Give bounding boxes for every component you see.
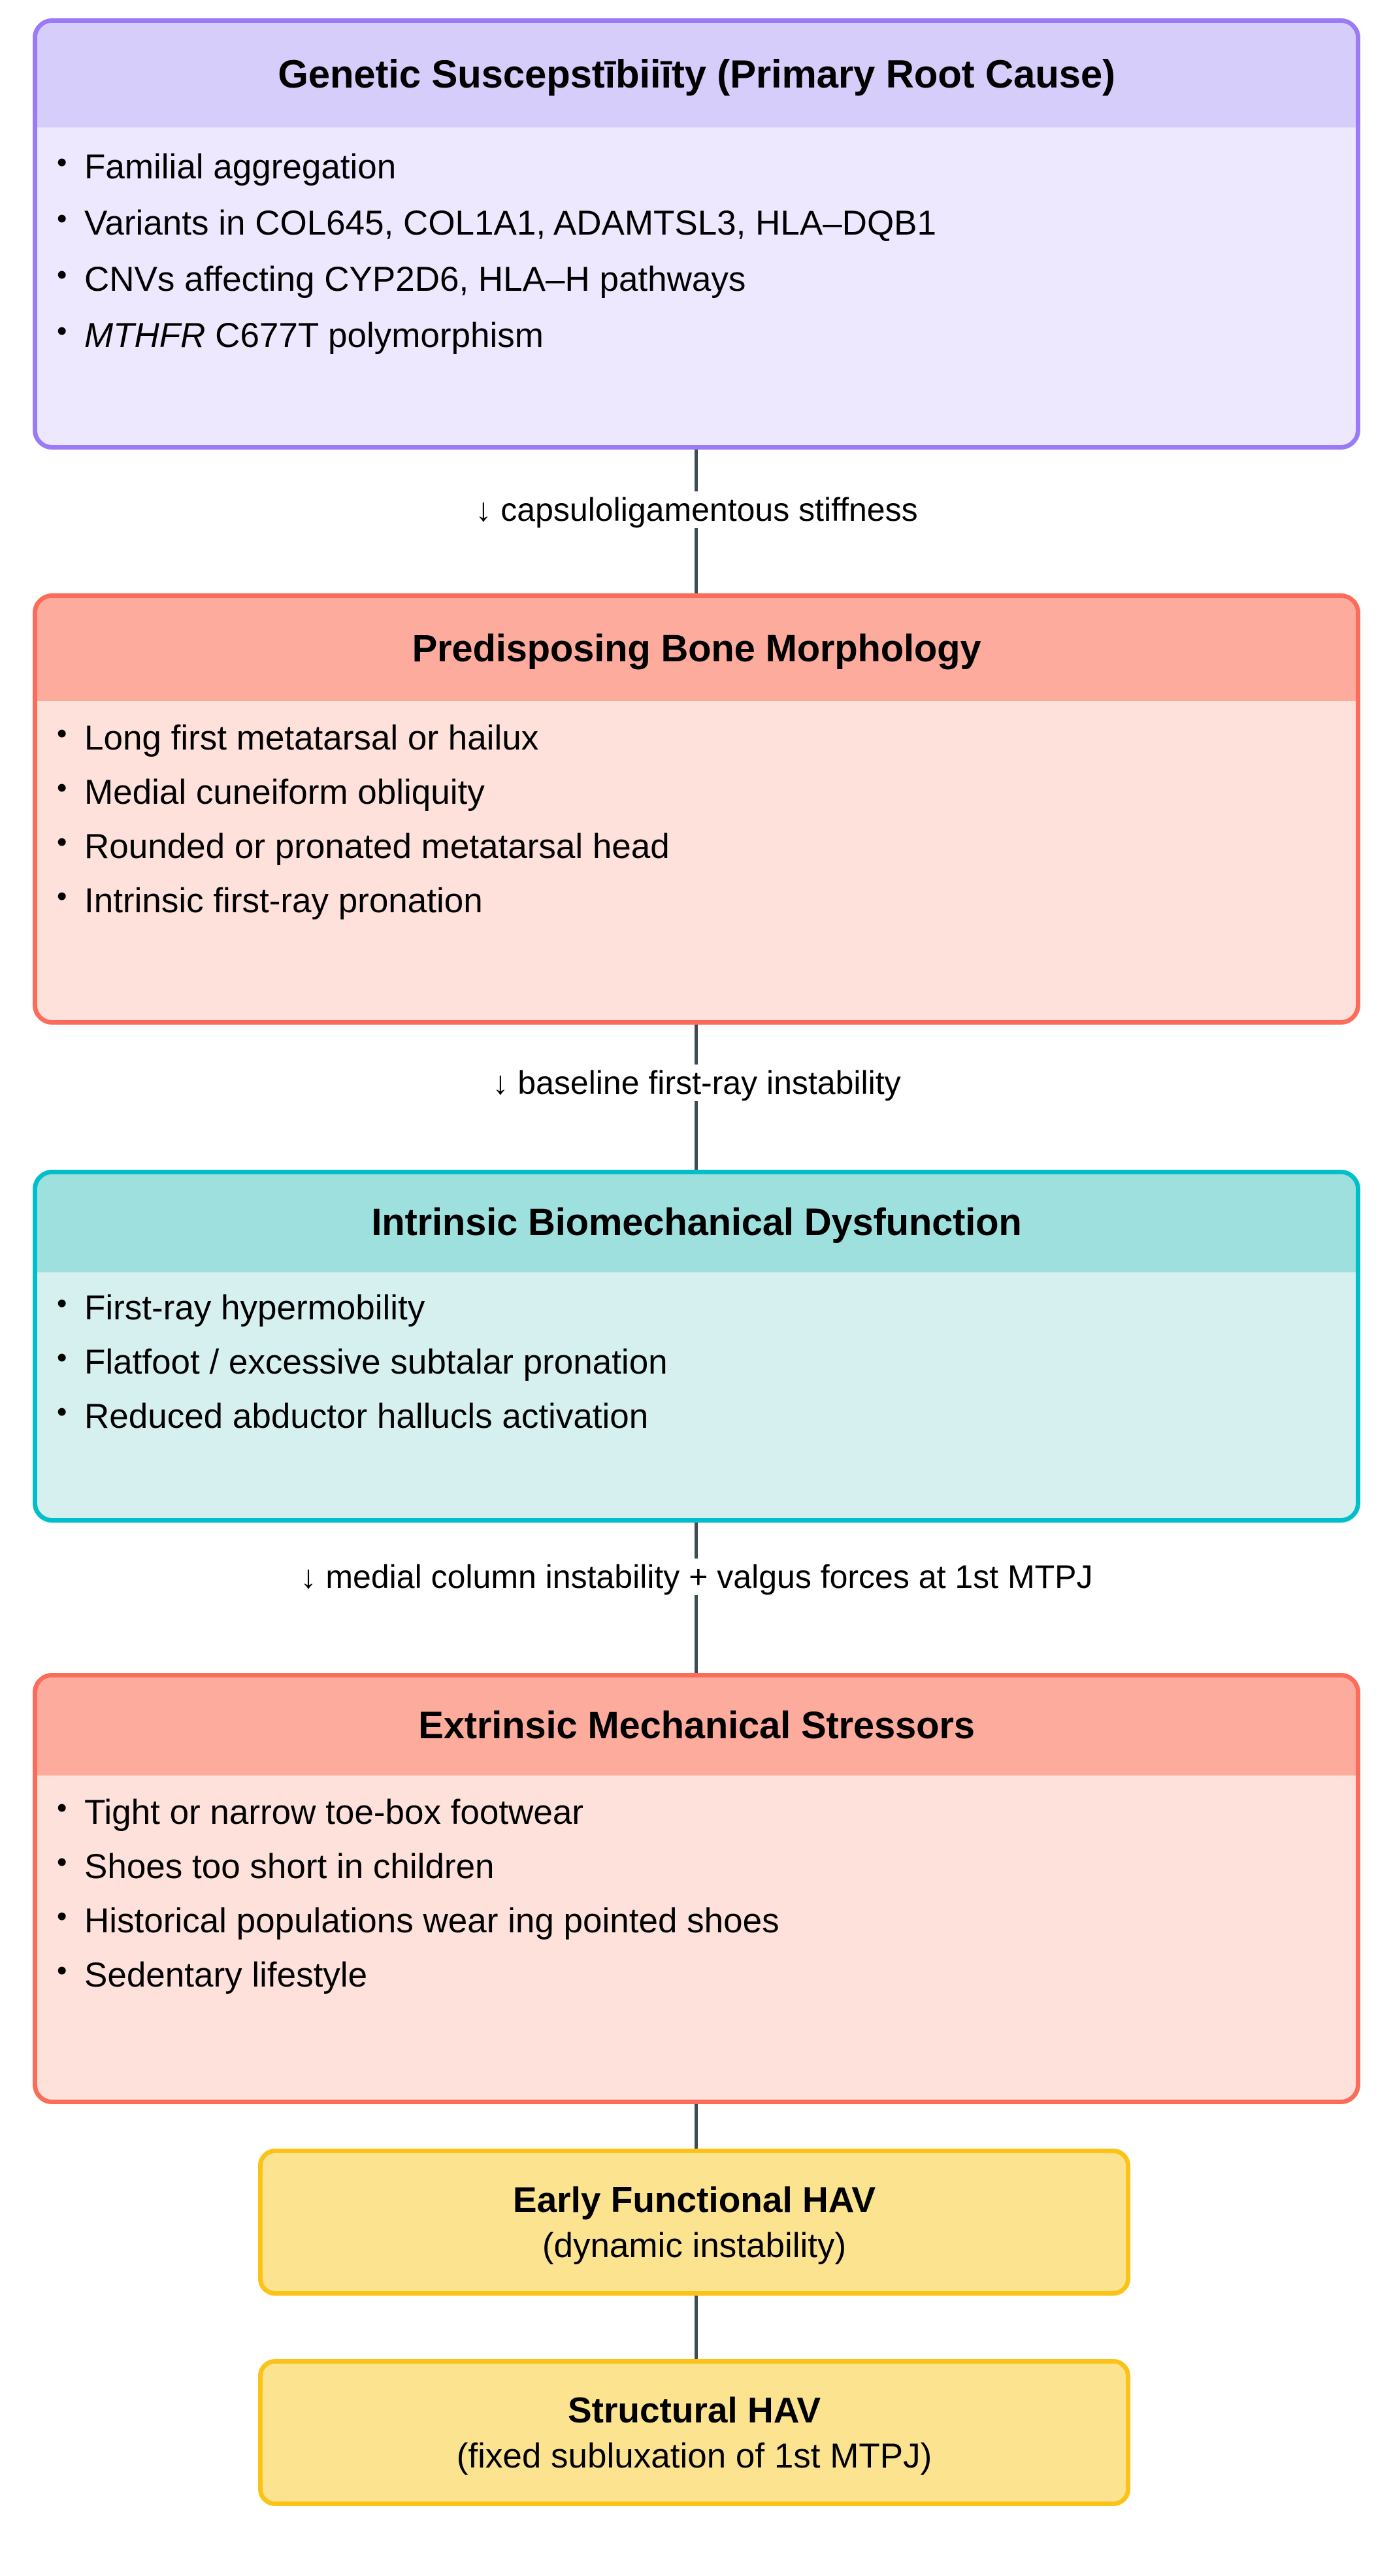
list-item: Long first metatarsal or hailux [37, 719, 1356, 755]
list-item: First-ray hypermobility [37, 1289, 1356, 1325]
node-genetic-bullet-list: Familial aggregation Variants in COL645,… [37, 148, 1356, 355]
node-early-hav-title: Early Functional HAV [512, 2179, 876, 2220]
node-genetic-body: Familial aggregation Variants in COL645,… [37, 127, 1356, 353]
node-early-hav-subtitle: (dynamic instability) [542, 2226, 847, 2265]
list-item: Familial aggregation [37, 148, 1356, 184]
connector-line-4 [695, 2104, 698, 2150]
list-item: Sedentary lifestyle [37, 1957, 1356, 1992]
node-structural-hav[interactable]: Structural HAV (fixed subluxation of 1st… [258, 2359, 1130, 2506]
node-bone-body: Long first metatarsal or hailux Medial c… [37, 701, 1356, 918]
list-item: CNVs affecting CYP2D6, HLA–H pathways [37, 261, 1356, 297]
node-biomech-bullet-list: First-ray hypermobility Flatfoot / exces… [37, 1289, 1356, 1434]
node-bone-bullet-list: Long first metatarsal or hailux Medial c… [37, 719, 1356, 918]
list-item: Historical populations wear ing pointed … [37, 1902, 1356, 1938]
node-extrinsic-bullet-list: Tight or narrow toe-box footwear Shoes t… [37, 1794, 1356, 1992]
node-extrinsic-title: Extrinsic Mechanical Stressors [37, 1677, 1356, 1775]
connector-line-3 [695, 1523, 698, 1673]
node-structural-hav-title: Structural HAV [567, 2389, 821, 2430]
node-extrinsic-body: Tight or narrow toe-box footwear Shoes t… [37, 1775, 1356, 1992]
list-item: Rounded or pronated metatarsal head [37, 828, 1356, 864]
connector-label-1-text: ↓ capsuloligamentous stiffness [465, 491, 928, 528]
node-genetic-susceptibility[interactable]: Genetic Suscepstībiiīty (Primary Root Ca… [33, 18, 1360, 450]
node-intrinsic-biomechanical-dysfunction[interactable]: Intrinsic Biomechanical Dysfunction Firs… [33, 1170, 1360, 1523]
list-item: Shoes too short in children [37, 1848, 1356, 1884]
node-predisposing-bone-morphology[interactable]: Predisposing Bone Morphology Long first … [33, 593, 1360, 1025]
connector-label-3: ↓ medial column instability + valgus for… [0, 1559, 1393, 1595]
list-item: Intrinsic first-ray pronation [37, 882, 1356, 918]
list-item: MTHFR C677T polymorphism [37, 316, 1356, 355]
list-item: Medial cuneiform obliquity [37, 774, 1356, 810]
node-biomech-title: Intrinsic Biomechanical Dysfunction [37, 1174, 1356, 1272]
gene-name-mthfr: MTHFR [84, 316, 206, 355]
node-biomech-body: First-ray hypermobility Flatfoot / exces… [37, 1272, 1356, 1434]
node-extrinsic-mechanical-stressors[interactable]: Extrinsic Mechanical Stressors Tight or … [33, 1673, 1360, 2104]
node-genetic-title: Genetic Suscepstībiiīty (Primary Root Ca… [37, 23, 1356, 127]
list-item: Tight or narrow toe-box footwear [37, 1794, 1356, 1830]
list-item: Reduced abductor hallucls activation [37, 1398, 1356, 1434]
list-item: Variants in COL645, COL1A1, ADAMTSL3, HL… [37, 205, 1356, 240]
list-item-text: C677T polymorphism [205, 316, 544, 355]
connector-label-3-text: ↓ medial column instability + valgus for… [289, 1559, 1104, 1595]
connector-label-2-text: ↓ baseline first-ray instability [482, 1065, 911, 1101]
connector-label-1: ↓ capsuloligamentous stiffness [0, 491, 1393, 528]
node-early-functional-hav[interactable]: Early Functional HAV (dynamic instabilit… [258, 2149, 1130, 2296]
list-item: Flatfoot / excessive subtalar pronation [37, 1344, 1356, 1379]
node-structural-hav-subtitle: (fixed subluxation of 1st MTPJ) [456, 2436, 932, 2475]
node-bone-title: Predisposing Bone Morphology [37, 598, 1356, 701]
connector-label-2: ↓ baseline first-ray instability [0, 1065, 1393, 1101]
connector-line-5 [695, 2296, 698, 2360]
